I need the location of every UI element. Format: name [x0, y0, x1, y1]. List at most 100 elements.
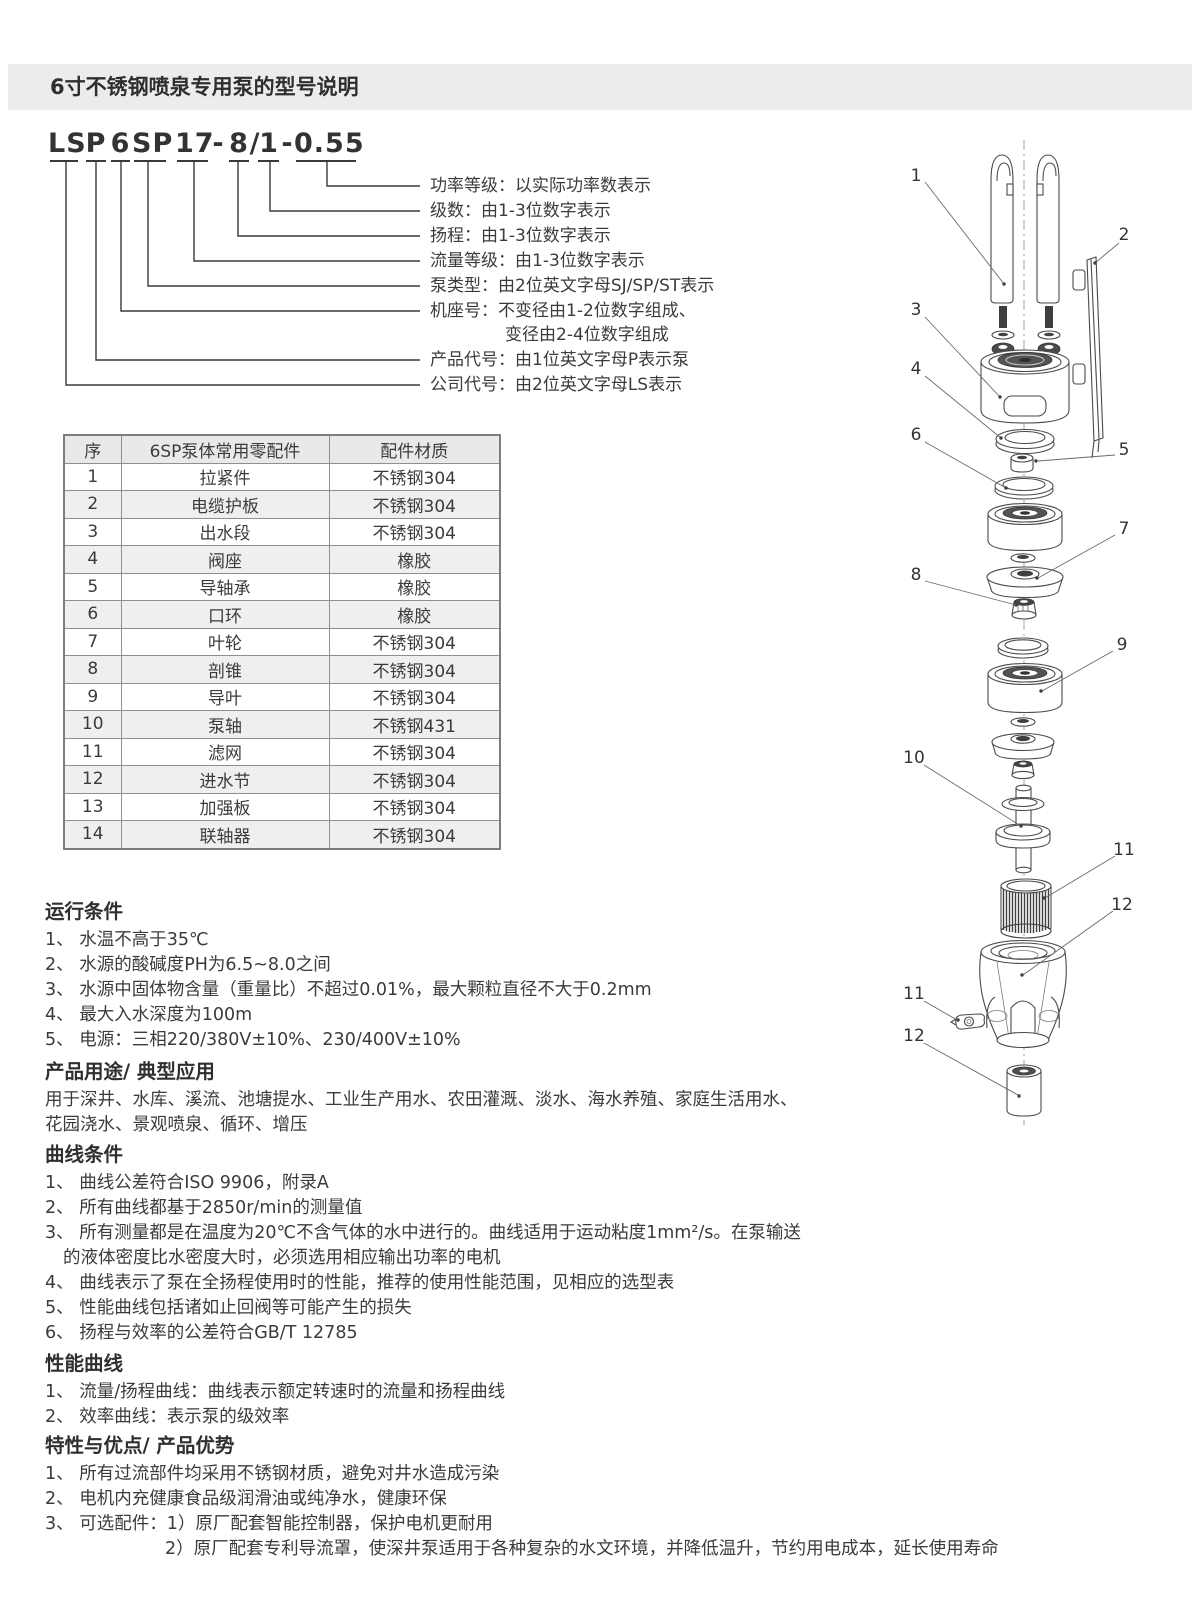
part-impeller-second	[991, 732, 1055, 760]
section-heading: 产品用途/ 典型应用	[45, 1060, 215, 1083]
list-item: 5、 电源：三相220/380V±10%、230/400V±10%	[45, 1030, 461, 1050]
callout-label: 12	[1111, 895, 1133, 915]
cell-part: 联轴器	[120, 820, 330, 849]
cell-material: 不锈钢304	[328, 765, 501, 794]
cell-part: 剖锥	[120, 655, 330, 684]
part-washer-lower	[1010, 717, 1036, 727]
list-item: 2、 电机内充健康食品级润滑油或纯净水，健康环保	[45, 1489, 447, 1509]
col-header-index: 序	[63, 434, 122, 464]
list-item: 的液体密度比水密度大时，必须选用相应输出功率的电机	[63, 1248, 501, 1268]
cell-index: 9	[63, 682, 122, 711]
page-title: 6寸不锈钢喷泉专用泵的型号说明	[50, 75, 359, 99]
part-coupling	[1006, 1064, 1042, 1117]
part-shaft	[995, 784, 1051, 874]
cell-part: 拉紧件	[120, 462, 330, 491]
list-item: 花园浇水、景观喷泉、循环、增压	[45, 1115, 308, 1135]
section-product-applications: 产品用途/ 典型应用 用于深井、水库、溪流、池塘提水、工业生产用水、农田灌溉、淡…	[45, 1060, 1170, 1138]
callout-label: 11	[1113, 840, 1135, 860]
cell-part: 口环	[120, 600, 330, 629]
cell-material: 不锈钢304	[328, 682, 501, 711]
section-heading: 性能曲线	[45, 1352, 124, 1375]
cell-material: 橡胶	[328, 572, 501, 601]
cell-material: 不锈钢431	[328, 710, 501, 739]
model-token: -	[212, 128, 225, 159]
callout-label: 9	[1117, 635, 1128, 655]
callout-label: 12	[903, 1026, 925, 1046]
callout-label: 8	[911, 565, 922, 585]
cell-part: 阀座	[120, 545, 330, 574]
col-header-material: 配件材质	[328, 434, 501, 464]
cell-index: 4	[63, 545, 122, 574]
model-label: 级数：由1-3位数字表示	[430, 201, 611, 221]
cell-part: 导叶	[120, 682, 330, 711]
part-tie-rods	[990, 154, 1061, 356]
model-label: 机座号：不变径由1-2位数字组成、	[430, 301, 696, 321]
model-token: P	[85, 128, 107, 159]
model-label: 产品代号：由1位英文字母P表示泵	[430, 350, 690, 370]
section-performance-curves: 性能曲线 1、 流量/扬程曲线：曲线表示额定转速时的流量和扬程曲线 2、 效率曲…	[45, 1352, 1170, 1430]
model-token: 1	[259, 128, 279, 159]
cell-index: 11	[63, 737, 122, 766]
cell-index: 14	[63, 820, 122, 849]
cell-part: 进水节	[120, 765, 330, 794]
cell-index: 7	[63, 627, 122, 656]
model-label: 变径由2-4位数字组成	[505, 325, 669, 345]
model-token: 6	[110, 128, 131, 159]
model-label: 流量等级：由1-3位数字表示	[430, 251, 645, 271]
cell-material: 不锈钢304	[328, 820, 501, 849]
model-token: 0.55	[294, 128, 365, 159]
cell-index: 13	[63, 792, 122, 821]
part-gasket	[949, 1013, 985, 1030]
cell-part: 叶轮	[120, 627, 330, 656]
list-item: 3、 所有测量都是在温度为20℃不含气体的水中进行的。曲线适用于运动粘度1mm²…	[45, 1223, 801, 1243]
cell-part: 加强板	[120, 792, 330, 821]
section-features-advantages: 特性与优点/ 产品优势 1、 所有过流部件均采用不锈钢材质，避免对井水造成污染 …	[45, 1434, 1170, 1562]
pump-exploded-diagram: 1 2 3 4 5 6 7 8 9 10 11 12 11 12	[903, 140, 1135, 1125]
callout-label: 1	[911, 166, 922, 186]
section-curve-conditions: 曲线条件 1、 曲线公差符合ISO 9906，附录A 2、 所有曲线都基于285…	[45, 1143, 1170, 1346]
model-token: -	[281, 128, 294, 159]
list-item: 4、 曲线表示了泵在全扬程使用时的性能，推荐的使用性能范围，见相应的选型表	[45, 1273, 675, 1293]
part-cone	[1011, 598, 1037, 620]
list-item: 3、 可选配件：1）原厂配套智能控制器，保护电机更耐用	[45, 1514, 493, 1534]
title-bar: 6寸不锈钢喷泉专用泵的型号说明	[8, 64, 1192, 110]
cell-material: 橡胶	[328, 600, 501, 629]
part-cone-second	[1011, 760, 1035, 780]
callout-label: 11	[903, 984, 925, 1004]
list-item: 2、 所有曲线都基于2850r/min的测量值	[45, 1198, 363, 1218]
callout-label: 3	[911, 300, 922, 320]
section-operating-conditions: 运行条件 1、 水温不高于35℃ 2、 水源的酸碱度PH为6.5~8.0之间 3…	[45, 900, 1170, 1053]
cell-material: 不锈钢304	[328, 737, 501, 766]
cell-material: 不锈钢304	[328, 462, 501, 491]
list-item: 3、 水源中固体物含量（重量比）不超过0.01%，最大颗粒直径不大于0.2mm	[45, 980, 652, 1000]
cell-index: 6	[63, 600, 122, 629]
model-connector-lines	[65, 161, 420, 386]
list-item: 6、 扬程与效率的公差符合GB/T 12785	[45, 1323, 358, 1343]
part-valve-seat	[995, 428, 1055, 455]
list-item: 5、 性能曲线包括诸如止回阀等可能产生的损失	[45, 1298, 412, 1318]
section-heading: 曲线条件	[45, 1143, 124, 1166]
model-label: 扬程：由1-3位数字表示	[430, 226, 611, 246]
model-label: 泵类型：由2位英文字母SJ/SP/ST表示	[430, 276, 715, 296]
table-header-row: 序 6SP泵体常用零配件 配件材质	[63, 434, 501, 464]
model-token: 17	[175, 128, 215, 159]
col-header-part: 6SP泵体常用零配件	[120, 434, 330, 464]
list-item: 2、 水源的酸碱度PH为6.5~8.0之间	[45, 955, 331, 975]
cell-material: 不锈钢304	[328, 627, 501, 656]
cell-material: 不锈钢304	[328, 655, 501, 684]
cell-part: 电缆护板	[120, 490, 330, 519]
cell-index: 8	[63, 655, 122, 684]
part-cable-guard	[1072, 256, 1104, 459]
part-impeller	[986, 566, 1064, 599]
section-heading: 特性与优点/ 产品优势	[45, 1434, 235, 1457]
